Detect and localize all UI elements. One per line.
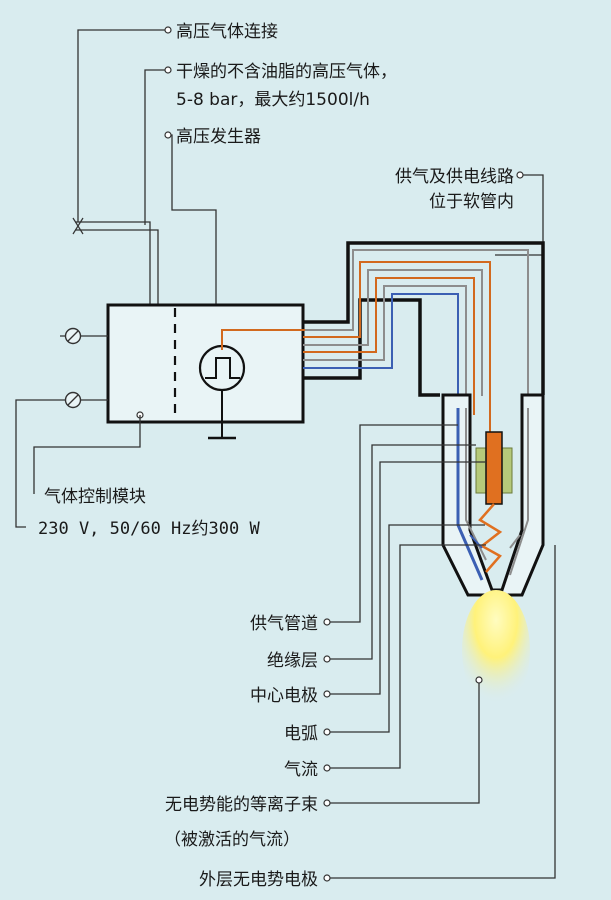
leader-hp-gas-connection bbox=[77, 29, 168, 222]
label-dry-gas-line1: 干燥的不含油脂的高压气体， bbox=[176, 62, 397, 82]
bottom-leaders bbox=[323, 424, 556, 882]
label-gas-control-module: 气体控制模块 bbox=[44, 487, 146, 507]
label-supply-line1: 供气及供电线路 bbox=[395, 167, 514, 187]
label-hp-gas-connection: 高压气体连接 bbox=[176, 22, 278, 42]
label-gas-flow: 气流 bbox=[284, 760, 318, 780]
arc-zigzag bbox=[478, 503, 503, 573]
label-center-electrode: 中心电极 bbox=[250, 686, 318, 706]
circle-slash-icon bbox=[60, 327, 108, 409]
hose-bundle bbox=[221, 241, 545, 440]
leader-dry-gas bbox=[144, 69, 168, 225]
bottom-labels: 供气管道 绝缘层 中心电极 电弧 气流 无电势能的等离子束 （被激活的气流） 外… bbox=[164, 614, 318, 890]
gas-inlet-hose bbox=[72, 217, 159, 305]
plasma-jet bbox=[462, 590, 530, 710]
label-gas-supply-pipe: 供气管道 bbox=[250, 614, 318, 634]
label-insulation: 绝缘层 bbox=[267, 651, 318, 671]
left-leaders bbox=[15, 399, 141, 528]
top-labels: 高压气体连接 干燥的不含油脂的高压气体， 5-8 bar，最大约1500l/h … bbox=[176, 22, 514, 212]
label-dry-gas-line2: 5-8 bar，最大约1500l/h bbox=[176, 90, 370, 110]
square-wave-icon bbox=[198, 344, 246, 392]
label-plasma-beam: 无电势能的等离子束 bbox=[165, 795, 318, 815]
label-power-spec: 230 V, 50/60 Hz约300 W bbox=[38, 519, 260, 539]
left-labels: 气体控制模块 230 V, 50/60 Hz约300 W bbox=[38, 487, 260, 539]
center-electrode bbox=[485, 431, 503, 505]
label-outer-electrode: 外层无电势电极 bbox=[199, 870, 318, 890]
ground-icon bbox=[208, 390, 236, 440]
leader-dot-dry-gas bbox=[164, 66, 172, 74]
leader-dot-supply bbox=[516, 171, 524, 179]
leader-supply-lines bbox=[495, 174, 544, 256]
top-leaders bbox=[77, 26, 544, 350]
leader-dot-hp-gas bbox=[164, 26, 172, 34]
label-activated-gas: （被激活的气流） bbox=[164, 830, 300, 850]
label-hv-generator: 高压发生器 bbox=[176, 127, 261, 147]
leader-dot-hv-generator bbox=[164, 131, 172, 139]
label-arc: 电弧 bbox=[284, 724, 318, 744]
label-supply-line2: 位于软管内 bbox=[429, 192, 514, 212]
